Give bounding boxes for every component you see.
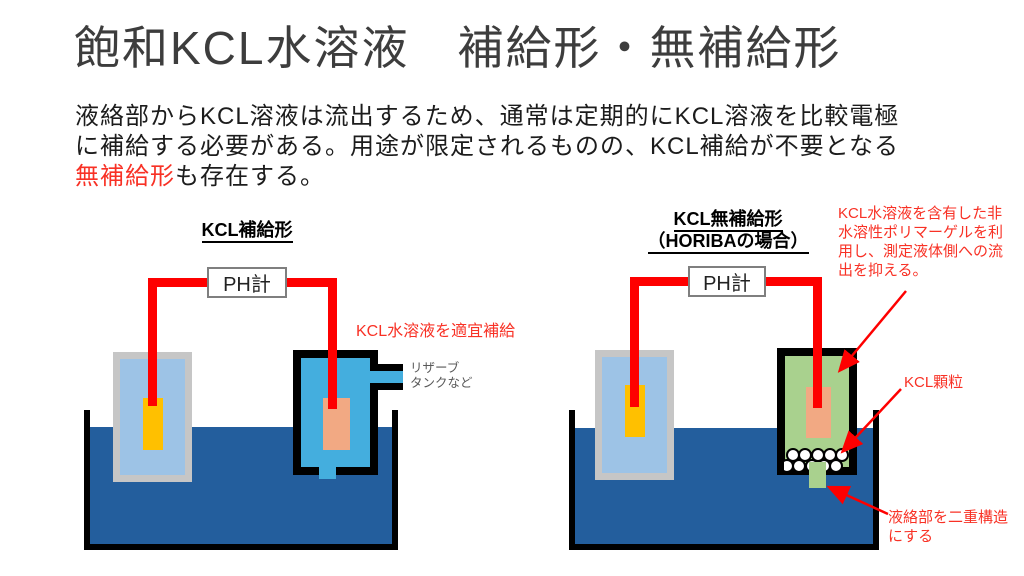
wire (148, 278, 157, 406)
heading-right-line2: （HORIBAの場合） (630, 230, 826, 254)
slide-title: 飽和KCL水溶液 補給形・無補給形 (74, 22, 842, 74)
body-line-3-rest: も存在する。 (175, 163, 325, 190)
gel-note-arrow (837, 290, 907, 373)
granule-arrow (840, 388, 902, 454)
ph-meter-box-left: PH計 (207, 267, 287, 298)
refill-note: KCL水溶液を適宜補給 (356, 323, 516, 340)
body-line-2: に補給する必要がある。用途が限定されるものの、KCL補給が不要となる (75, 133, 899, 160)
junction-arrow (826, 485, 889, 516)
wire (764, 277, 822, 286)
reserve-tank-note: リザーブ タンクなど (410, 361, 473, 390)
reserve-port-tube (370, 371, 403, 383)
wire (813, 277, 822, 408)
liquid-junction-tab-left (319, 460, 336, 479)
heading-right-line1-text: KCL無補給形 (673, 209, 783, 232)
body-paragraph: 液絡部からKCL溶液は流出するため、通常は定期的にKCL溶液を比較電極 に補給す… (75, 102, 955, 192)
heading-right: KCL無補給形 （HORIBAの場合） (630, 208, 826, 254)
tank-wall-left (84, 410, 90, 550)
body-emphasis-no-refill: 無補給形 (75, 163, 175, 190)
tank-wall-left (569, 410, 575, 550)
junction-note: 液絡部を二重構造 にする (888, 509, 1009, 545)
tank-wall-right (873, 410, 879, 550)
wire (285, 278, 337, 287)
reserve-port-top-bar (370, 364, 403, 371)
body-line-1: 液絡部からKCL溶液は流出するため、通常は定期的にKCL溶液を比較電極 (75, 103, 900, 130)
wire (630, 277, 690, 286)
wire (630, 277, 639, 407)
heading-right-line2-text: （HORIBAの場合） (647, 231, 809, 254)
tank-wall-right (392, 410, 398, 550)
heading-left: KCL補給形 (172, 219, 322, 243)
ph-meter-label-left: PH計 (223, 274, 271, 296)
tank-bottom (569, 544, 879, 550)
heading-right-line1: KCL無補給形 (630, 208, 826, 232)
body-line-3: 無補給形も存在する。 (75, 162, 955, 192)
wire (148, 278, 211, 287)
granule-label: KCL顆粒 (904, 374, 964, 391)
gel-note: KCL水溶液を含有した非 水溶性ポリマーゲルを利 用し、測定液体側への流 出を抑… (838, 205, 1004, 279)
ph-meter-label-right: PH計 (703, 273, 751, 295)
liquid-junction-tab-right (809, 462, 826, 488)
ph-meter-box-right: PH計 (688, 266, 766, 297)
heading-left-text: KCL補給形 (201, 220, 293, 243)
tank-bottom (84, 544, 398, 550)
inner-electrode-yellow-left (143, 398, 163, 450)
reserve-port-bottom-bar (370, 383, 403, 390)
wire (328, 278, 337, 409)
